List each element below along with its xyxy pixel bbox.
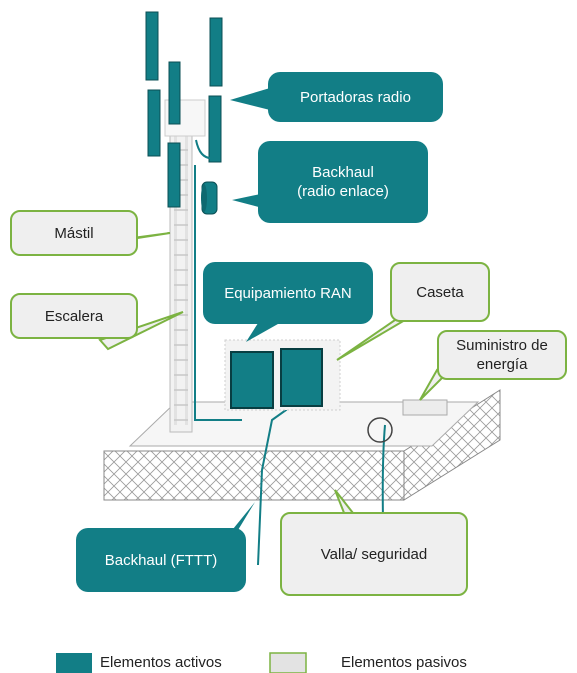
legend-active-swatch	[56, 653, 92, 673]
label-backhaul-ftt: Backhaul (FTTT)	[76, 528, 246, 592]
label-mastil: Mástil	[10, 210, 138, 256]
radio-antennas	[145, 11, 223, 208]
label-caseta: Caseta	[390, 262, 490, 322]
label-portadoras-radio: Portadoras radio	[268, 72, 443, 122]
legend-passive-label: Elementos pasivos	[341, 654, 467, 671]
label-suministro-energia: Suministro de energía	[437, 330, 567, 380]
label-escalera: Escalera	[10, 293, 138, 339]
microwave-dish	[201, 181, 218, 215]
legend-passive-swatch	[269, 652, 307, 673]
label-backhaul-radio: Backhaul (radio enlace)	[258, 141, 428, 223]
power-cable-coil	[367, 417, 393, 443]
fence	[103, 389, 501, 501]
ran-cabinets	[230, 348, 323, 409]
power-box	[402, 399, 448, 416]
label-valla-seguridad: Valla/ seguridad	[280, 512, 468, 596]
label-equipamiento-ran: Equipamiento RAN	[203, 262, 373, 324]
legend-active-label: Elementos activos	[100, 654, 222, 671]
